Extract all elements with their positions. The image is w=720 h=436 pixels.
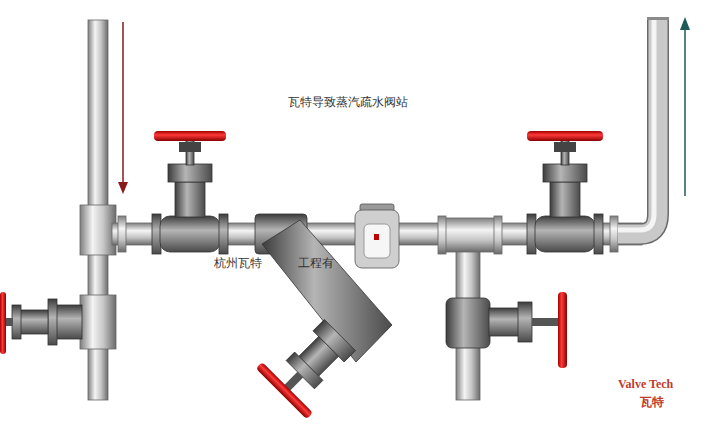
left-bypass-valve <box>0 292 82 354</box>
y-strainer <box>255 214 392 419</box>
diagram-title: 瓦特导致蒸汽疏水阀站 <box>288 95 408 109</box>
right-elbow-riser <box>618 17 669 234</box>
right-isolation-valve <box>527 131 603 254</box>
left-riser <box>80 20 116 400</box>
drain-valve <box>446 292 567 368</box>
steam-trap <box>355 204 399 268</box>
watermark: 工程有 <box>298 256 334 270</box>
brand-name: Valve Tech <box>618 377 673 391</box>
flow-arrows <box>118 17 690 196</box>
brand-name: 瓦特 <box>640 395 664 409</box>
left-isolation-valve <box>152 131 228 254</box>
watermark: 杭州瓦特 <box>214 256 262 270</box>
